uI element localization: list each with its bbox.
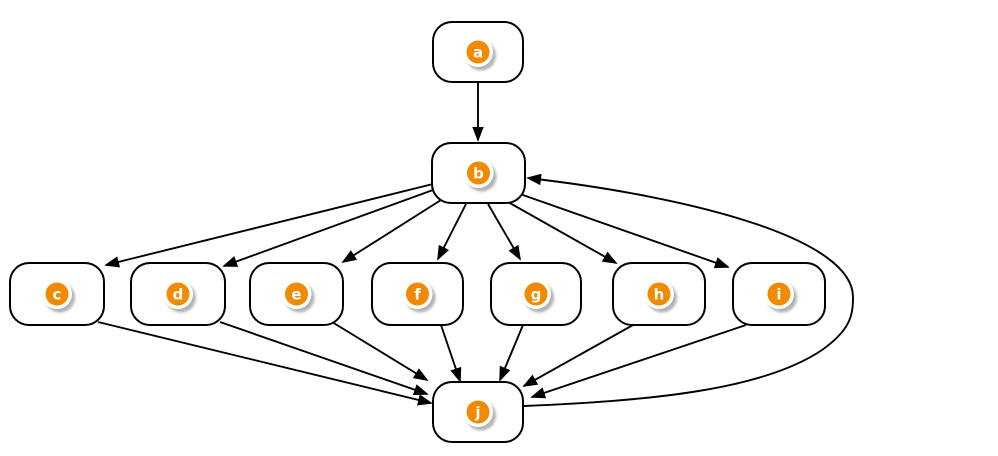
node-d: d — [130, 262, 226, 326]
edge-b-d — [224, 189, 434, 266]
node-label: g — [531, 285, 542, 303]
node-badge — [166, 282, 190, 306]
edge-c-j — [97, 321, 431, 403]
node-label: b — [473, 164, 484, 182]
edge-b-g — [487, 203, 520, 259]
node-label: i — [776, 285, 781, 303]
node-badge — [524, 282, 548, 306]
edge-i-j — [532, 324, 747, 397]
edge-e-j — [331, 321, 427, 380]
edge-b-h — [507, 201, 616, 263]
node-label: a — [473, 43, 483, 61]
node-badge — [467, 161, 490, 185]
edge-f-j — [440, 324, 460, 381]
node-badge — [466, 400, 490, 424]
node-label: d — [173, 285, 184, 303]
node-e: e — [249, 262, 344, 326]
node-c: c — [9, 262, 105, 326]
edge-j-b — [523, 178, 854, 407]
node-h: h — [612, 262, 706, 326]
node-badge — [285, 282, 308, 306]
node-j: j — [432, 381, 524, 443]
node-g: g — [490, 262, 582, 326]
edge-b-c — [106, 183, 434, 265]
edge-b-e — [343, 199, 442, 262]
node-i: i — [732, 262, 826, 326]
edge-h-j — [524, 324, 634, 386]
node-label: e — [291, 285, 301, 303]
edge-b-i — [519, 193, 728, 267]
edge-d-j — [219, 321, 427, 394]
node-label: f — [414, 285, 421, 303]
node-f: f — [371, 262, 464, 326]
node-label: c — [53, 285, 62, 303]
edge-b-f — [438, 203, 467, 259]
node-label: h — [654, 285, 665, 303]
node-a: a — [432, 21, 524, 83]
node-badge — [45, 282, 69, 306]
node-badge — [406, 282, 429, 306]
node-badge — [466, 40, 490, 64]
node-label: j — [474, 403, 480, 421]
node-badge — [767, 282, 791, 306]
edge-g-j — [499, 324, 524, 380]
node-badge — [647, 282, 671, 306]
node-b: b — [431, 142, 526, 204]
